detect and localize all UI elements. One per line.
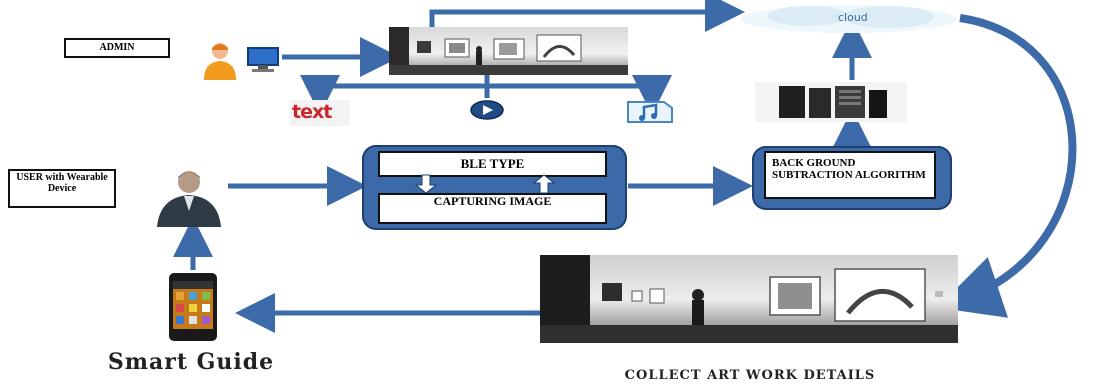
gallery-photo-top xyxy=(389,27,628,75)
user-label: USER with Wearable Device xyxy=(8,169,116,208)
gallery-photo-bottom xyxy=(540,255,958,343)
smart-guide-caption: Smart Guide xyxy=(107,349,275,375)
ble-type-label: BLE TYPE xyxy=(378,151,607,177)
cloud-label: cloud xyxy=(838,11,868,24)
bg-subtraction-label: BACK GROUND SUBTRACTION ALGORITHM xyxy=(764,151,936,199)
user-person-icon xyxy=(152,165,226,227)
text-file-icon: text xyxy=(290,100,350,126)
admin-person-icon xyxy=(196,40,242,80)
capturing-image-label: CAPTURING IMAGE xyxy=(378,193,607,224)
video-icon xyxy=(470,100,504,120)
arrow-cloud-curve xyxy=(937,14,1077,318)
arrow-photo-to-cloud xyxy=(429,0,745,32)
server-icon xyxy=(755,82,907,122)
audio-file-icon xyxy=(624,100,676,124)
cloud-icon: cloud xyxy=(738,4,960,34)
computer-icon xyxy=(246,46,282,72)
collect-caption: COLLECT ART WORK DETAILS xyxy=(624,368,876,383)
inner-flow-arrows xyxy=(414,174,556,194)
ble-capture-box: BLE TYPE CAPTURING IMAGE xyxy=(362,145,627,230)
admin-label: ADMIN xyxy=(64,38,170,58)
smartphone-icon xyxy=(168,272,218,342)
bg-subtraction-box: BACK GROUND SUBTRACTION ALGORITHM xyxy=(752,146,952,210)
